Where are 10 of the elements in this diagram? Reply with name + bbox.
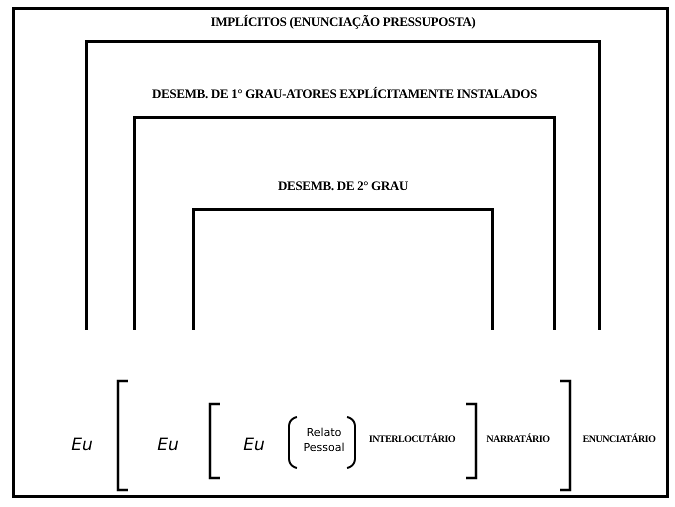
pronoun-label: Eu bbox=[156, 434, 180, 457]
role-label: INTERLOCUTÁRIO bbox=[368, 432, 456, 447]
role-label: ENUNCIATÁRIO bbox=[582, 432, 656, 447]
arch-heading: DESEMB. DE 2° GRAU bbox=[278, 177, 408, 195]
arch-heading: DESEMB. DE 1° GRAU-ATORES EXPLÍCITAMENTE INSTALADOS bbox=[152, 85, 537, 103]
pronoun-label: Eu bbox=[70, 434, 94, 457]
pronoun-label: Eu bbox=[242, 434, 266, 457]
note-label: Relato Pessoal bbox=[302, 425, 346, 455]
role-label: NARRATÁRIO bbox=[485, 432, 551, 447]
arch-heading: IMPLÍCITOS (ENUNCIAÇÃO PRESSUPOSTA) bbox=[210, 13, 476, 31]
